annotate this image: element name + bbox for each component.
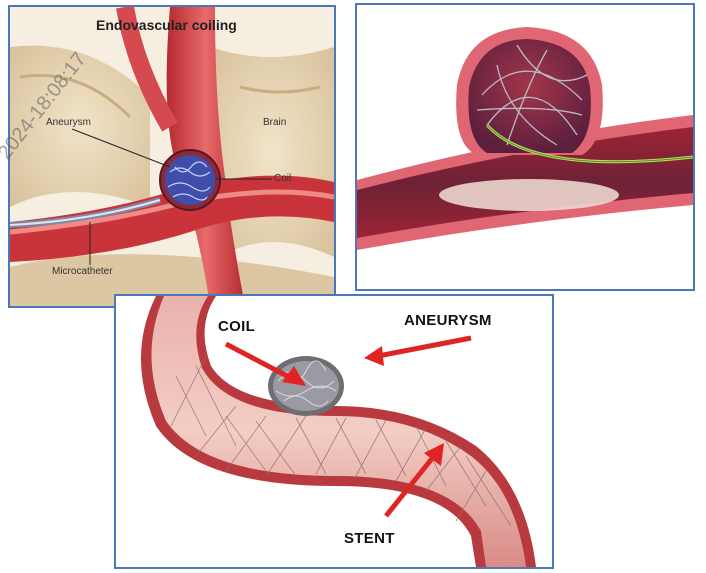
aneurysm-callout-label: ANEURYSM (404, 312, 492, 329)
stent-coil-illustration (116, 296, 552, 567)
aneurysm-label: Aneurysm (46, 117, 91, 128)
stent-cross-section-illustration (357, 5, 693, 289)
brain-label: Brain (263, 117, 286, 128)
coil-callout-label: COIL (218, 318, 255, 335)
stent-coil-panel: COIL ANEURYSM STENT (114, 294, 554, 569)
coiling-illustration-panel: Endovascular coiling Aneurysm Brain Coil… (8, 5, 336, 308)
stent-callout-label: STENT (344, 530, 395, 547)
coil-label: Coil (274, 173, 291, 184)
coiling-title: Endovascular coiling (96, 17, 237, 33)
microcatheter-label: Microcatheter (52, 266, 113, 277)
stent-cross-section-panel (355, 3, 695, 291)
coiling-illustration (10, 7, 334, 306)
